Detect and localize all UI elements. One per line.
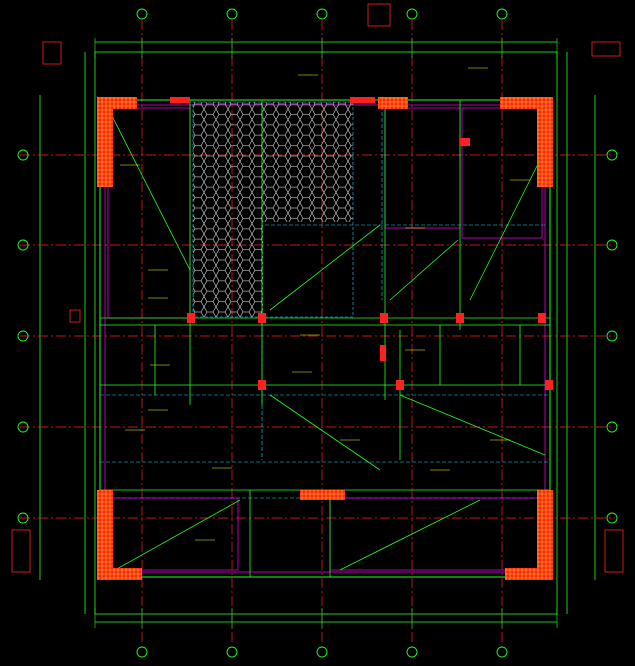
hex-mesh-area-2: [263, 102, 353, 222]
dimension-frame: [39, 41, 596, 623]
dimension-ticks: [94, 38, 558, 628]
column-stubs: [170, 97, 553, 390]
hex-mesh-area: [193, 102, 263, 317]
annotation-marks: [120, 67, 530, 541]
section-details: [11, 3, 624, 573]
axis-bubbles: [17, 8, 618, 658]
concrete-walls: [97, 97, 553, 580]
structural-lines: [100, 100, 550, 577]
